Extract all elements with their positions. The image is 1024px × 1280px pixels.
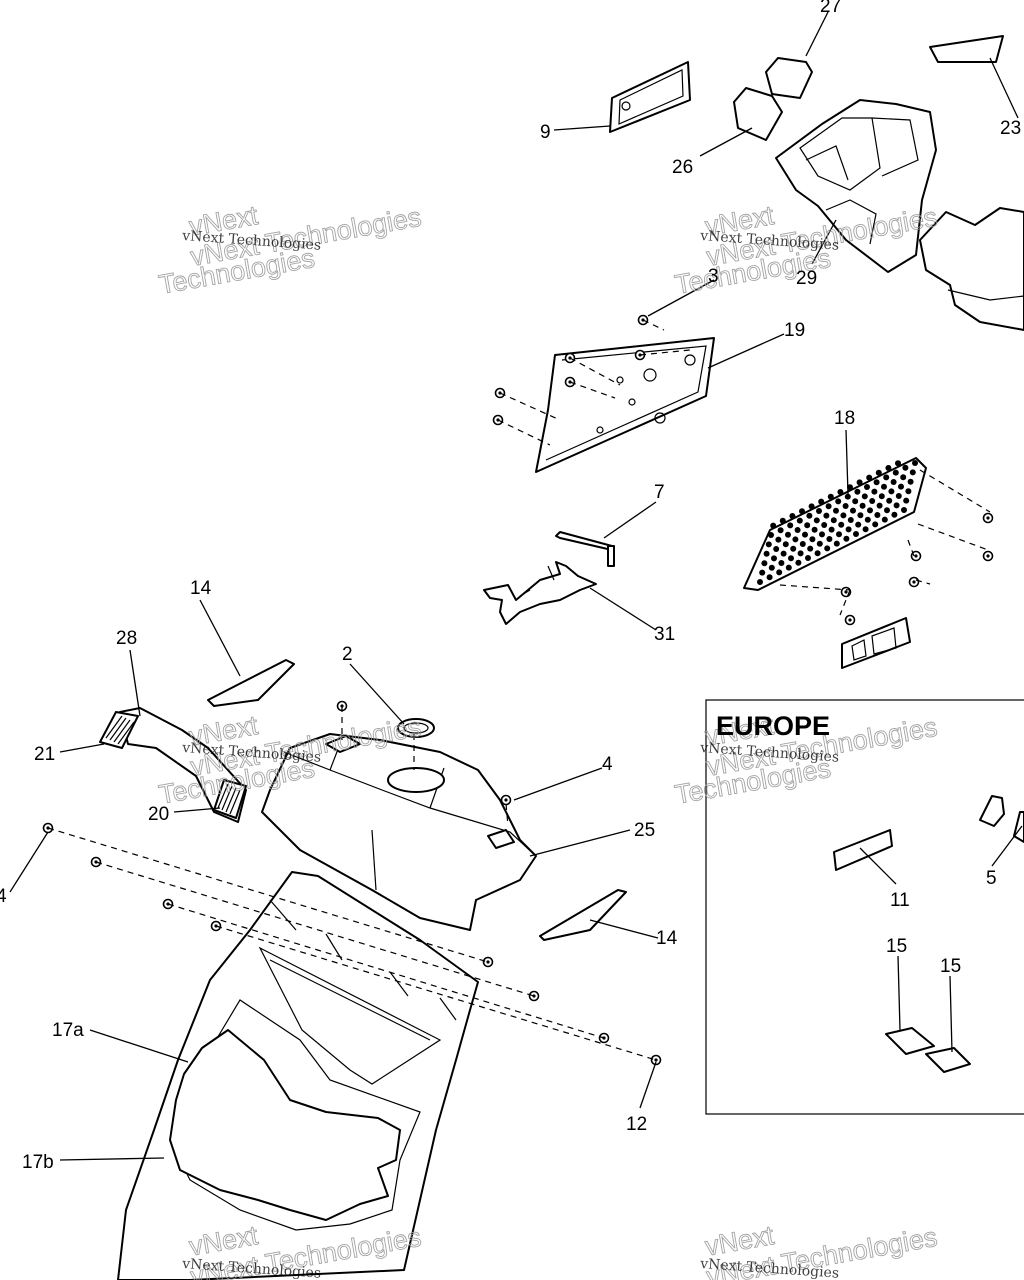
- assembly-lines: [47, 319, 991, 1061]
- callout-5: 5: [986, 868, 997, 889]
- part-18-footrest: [743, 457, 927, 591]
- europe-inset: [705, 699, 1024, 1115]
- part-14-bottom: [539, 889, 627, 941]
- callout-23: 23: [1000, 118, 1021, 139]
- part-2-cap: [397, 718, 435, 738]
- callout-28: 28: [116, 628, 137, 649]
- part-28-console: [99, 707, 247, 823]
- part-14-top: [207, 659, 295, 707]
- callout-12: 12: [626, 1114, 647, 1135]
- part-26-block: [733, 87, 783, 141]
- part-19-plate: [535, 337, 715, 473]
- part-27-block: [765, 57, 813, 99]
- part-9-label: [609, 61, 691, 133]
- callout-labels: 27 23 9 26 29 3 19 18 7 31 14 28 2 21 20…: [0, 0, 1021, 1173]
- part-18-sticker: [841, 617, 911, 669]
- callout-4-right: 4: [602, 754, 613, 775]
- callout-25: 25: [634, 820, 655, 841]
- callout-20: 20: [148, 804, 169, 825]
- part-5-clip: [979, 795, 1005, 827]
- callout-29: 29: [796, 268, 817, 289]
- part-31-bracket: [483, 561, 597, 625]
- part-25-housing: [261, 733, 537, 931]
- part-29-upper-panel: [775, 99, 937, 273]
- callout-31: 31: [654, 624, 675, 645]
- callout-18: 18: [834, 408, 855, 429]
- callout-17b: 17b: [22, 1152, 54, 1173]
- part-15-pad-b: [925, 1047, 971, 1073]
- callout-19: 19: [784, 320, 805, 341]
- callout-26: 26: [672, 157, 693, 178]
- part-11-sticker: [833, 829, 893, 871]
- callout-14-bottom: 14: [656, 928, 678, 949]
- part-23-wedge: [929, 35, 1004, 63]
- region-label: EUROPE: [716, 711, 830, 741]
- callout-7: 7: [654, 482, 665, 503]
- leader-lines: [9, 11, 1023, 1161]
- part-17-lower-panel: [117, 871, 479, 1280]
- callout-3: 3: [708, 266, 719, 287]
- callout-9: 9: [540, 122, 551, 143]
- callout-11: 11: [890, 890, 910, 911]
- callout-2: 2: [342, 644, 353, 665]
- part-21-grille: [99, 711, 139, 749]
- part-15-pad-a: [885, 1027, 935, 1055]
- callout-14-top: 14: [190, 578, 212, 599]
- callout-17a: 17a: [52, 1020, 84, 1041]
- callout-15-a: 15: [886, 936, 907, 957]
- callout-4-left: 4: [0, 886, 7, 907]
- callout-27: 27: [820, 0, 841, 17]
- part-7-pin: [555, 531, 615, 567]
- callout-15-b: 15: [940, 956, 961, 977]
- callout-21: 21: [34, 744, 55, 765]
